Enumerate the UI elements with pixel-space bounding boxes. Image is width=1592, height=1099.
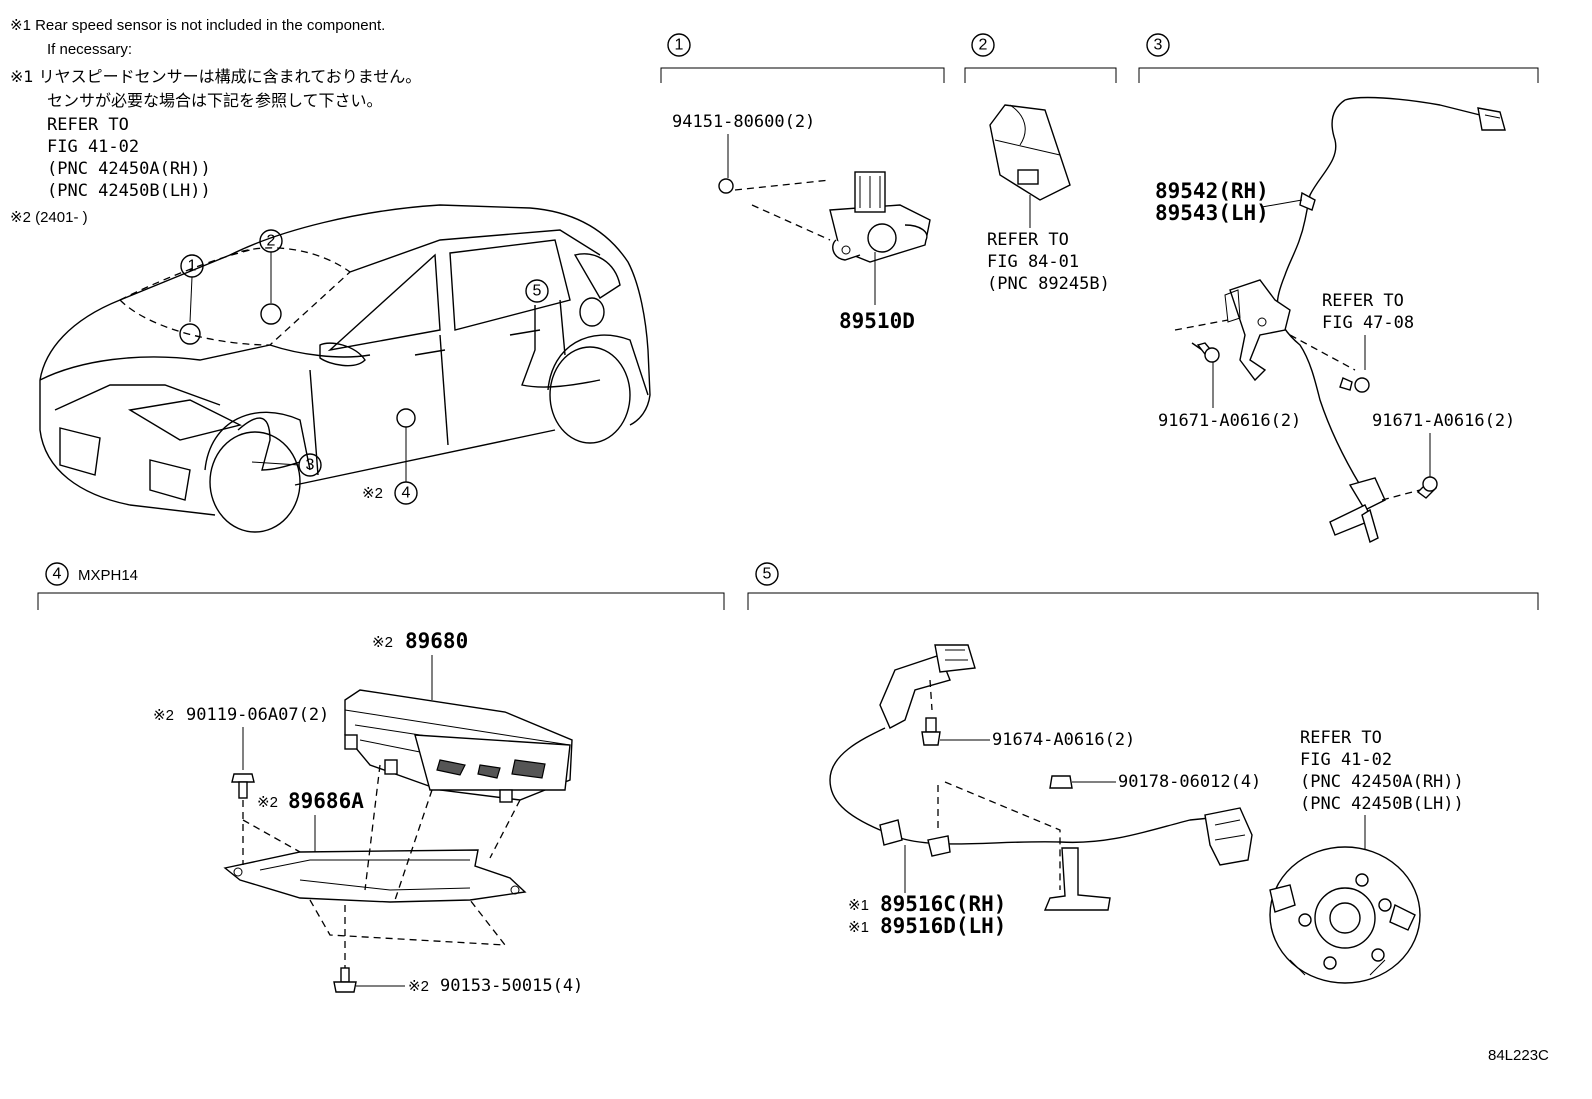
bracket-prefix: ※2 — [257, 794, 278, 811]
part-89543-lh-label: 89543(LH) — [1155, 201, 1269, 225]
ecu-89680-label: 89680 — [405, 629, 468, 653]
vehicle-illustration: 1 2 3 ※2 4 5 — [39, 204, 651, 533]
bolt-top-prefix: ※2 — [153, 707, 174, 724]
sensor-89516d-label: 89516D(LH) — [880, 914, 1006, 938]
notes-block: ※1 Rear speed sensor is not included in … — [10, 17, 421, 226]
note1-jp-line2: センサが必要な場合は下記を参照して下さい。 — [47, 91, 383, 110]
section-4: 4 MXPH14 ※2 89680 ※2 90119-06A07(2) — [37, 562, 725, 996]
section-5-number: 5 — [763, 566, 772, 583]
connector-5-illustration[interactable] — [1204, 807, 1253, 866]
section-3-number: 3 — [1154, 37, 1163, 54]
bracket-89686a-illustration[interactable] — [223, 849, 527, 903]
section-4-model: MXPH14 — [78, 567, 138, 584]
bolt-90119-label: 90119-06A07(2) — [186, 705, 329, 725]
note1-en-line2: If necessary: — [47, 41, 132, 58]
callout-2-label: 2 — [267, 233, 276, 250]
callout-4-prefix: ※2 — [362, 485, 383, 502]
callout-2[interactable]: 2 — [259, 229, 283, 325]
section-3: 3 89542(RH) 89543(LH) REFER TO FIG 47-08 — [1138, 33, 1539, 543]
bolt-icon[interactable] — [921, 717, 941, 746]
bracket-5-illustration[interactable] — [879, 644, 976, 729]
section3-ref-line2: FIG 47-08 — [1322, 313, 1414, 333]
callout-5-label: 5 — [533, 283, 542, 300]
part-89510d-illustration[interactable] — [829, 171, 931, 263]
section-2-number: 2 — [979, 37, 988, 54]
section5-ref-line1: REFER TO — [1300, 728, 1382, 748]
section5-ref-line3: (PNC 42450A(RH)) — [1300, 772, 1464, 792]
screw-94151-label: 94151-80600(2) — [672, 112, 815, 132]
part-89542-rh-label: 89542(RH) — [1155, 179, 1269, 203]
bracket-3-illustration[interactable] — [1224, 279, 1291, 382]
clip-5-illustration[interactable] — [1043, 847, 1111, 911]
callout-4[interactable]: ※2 4 — [362, 408, 418, 505]
note1-jp-line1: ※1 リヤスピードセンサーは構成に含まれておりません。 — [10, 67, 421, 86]
bolt-icon[interactable] — [333, 967, 357, 993]
ecu-89680-illustration[interactable] — [344, 689, 573, 803]
section2-ref-line2: FIG 84-01 — [987, 252, 1079, 272]
note-ref-line4: (PNC 42450B(LH)) — [47, 181, 211, 201]
bracket-89686a-label: 89686A — [288, 789, 364, 813]
sensor-rh-prefix: ※1 — [848, 897, 869, 914]
section5-ref-line4: (PNC 42450B(LH)) — [1300, 794, 1464, 814]
sensor-89516c-label: 89516C(RH) — [880, 892, 1006, 916]
bolt-91674-label: 91674-A0616(2) — [992, 730, 1135, 750]
bolt-bottom-prefix: ※2 — [408, 978, 429, 995]
note1-en-line1: ※1 Rear speed sensor is not included in … — [10, 17, 385, 34]
bolt-icon[interactable] — [1416, 476, 1438, 499]
callout-1-label: 1 — [188, 258, 197, 275]
bolt-90153-label: 90153-50015(4) — [440, 976, 583, 996]
part-89510d-label: 89510D — [839, 309, 915, 333]
section2-ref-line3: (PNC 89245B) — [987, 274, 1110, 294]
section-2: 2 REFER TO FIG 84-01 (PNC 89245B) — [964, 33, 1117, 294]
callout-5[interactable]: 5 — [525, 279, 549, 303]
ecu-prefix: ※2 — [372, 634, 393, 651]
callout-3-label: 3 — [306, 457, 315, 474]
note-ref-line2: FIG 41-02 — [47, 137, 139, 157]
bolt-icon[interactable] — [1191, 342, 1220, 363]
sensor-lh-prefix: ※1 — [848, 919, 869, 936]
bolt-91671-b-label: 91671-A0616(2) — [1372, 411, 1515, 431]
section-5: 5 91674-A0616(2) 90178-06012(4) — [747, 562, 1539, 984]
section5-ref-line2: FIG 41-02 — [1300, 750, 1392, 770]
callout-3[interactable]: 3 — [251, 453, 322, 477]
note-ref-line1: REFER TO — [47, 115, 129, 135]
sensor-tip-3-illustration[interactable] — [1329, 477, 1386, 543]
bolt-icon[interactable] — [231, 773, 255, 799]
note2: ※2 (2401- ) — [10, 209, 88, 226]
note-ref-line3: (PNC 42450A(RH)) — [47, 159, 211, 179]
figure-id: 84L223C — [1488, 1047, 1549, 1064]
screw-icon[interactable] — [718, 178, 734, 194]
section-1: 1 94151-80600(2) 89510D — [660, 33, 945, 333]
nut-90178-label: 90178-06012(4) — [1118, 772, 1261, 792]
callout-4-label: 4 — [402, 485, 411, 502]
callout-1[interactable]: 1 — [179, 254, 204, 345]
connector-3-illustration[interactable] — [1477, 107, 1506, 131]
nut-icon[interactable] — [1049, 775, 1073, 789]
section-1-number: 1 — [675, 37, 684, 54]
section-4-number: 4 — [53, 566, 62, 583]
hub-illustration[interactable] — [1269, 846, 1421, 984]
part-89245b-illustration[interactable] — [989, 104, 1071, 201]
section3-ref-line1: REFER TO — [1322, 291, 1404, 311]
section2-ref-line1: REFER TO — [987, 230, 1069, 250]
bolt-91671-a-label: 91671-A0616(2) — [1158, 411, 1301, 431]
bolt-icon[interactable] — [1339, 377, 1370, 393]
